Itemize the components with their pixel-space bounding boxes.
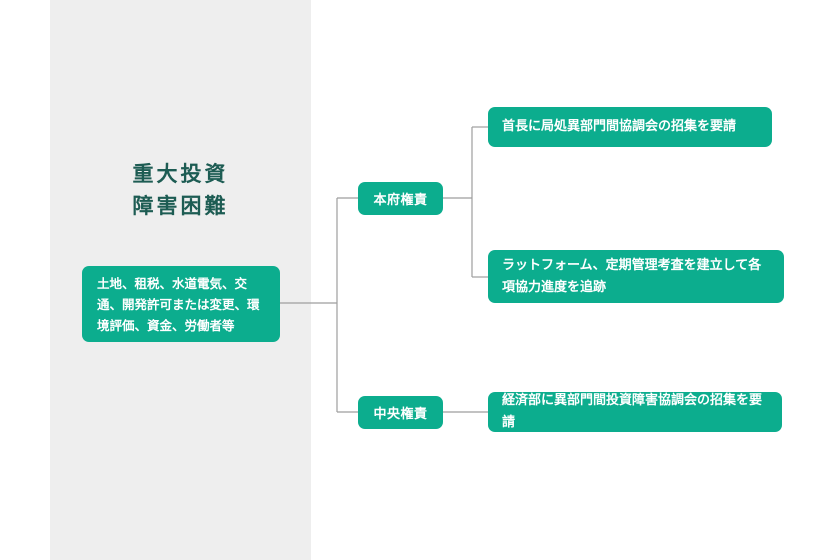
branch-node-local-authority-label: 本府権責 — [373, 193, 428, 208]
page-title-line-2: 障害困難 — [132, 194, 229, 218]
action-node-mayor-coordination-meeting[interactable]: 首長に局処異部門間協調会の招集を要請 — [488, 107, 772, 147]
page-title-line-1: 重大投資 — [132, 162, 229, 186]
action-node-2-label: ラットフォーム、定期管理考査を建立して各項協力進度を追跡 — [502, 257, 762, 295]
root-node-investment-obstacles[interactable]: 土地、租税、水道電気、交通、開発許可または変更、環境評価、資金、労働者等 — [82, 266, 280, 342]
action-node-3-label: 経済部に異部門間投資障害協調会の招集を要請 — [502, 393, 763, 430]
branch-node-central-authority-label: 中央権責 — [373, 407, 428, 422]
action-node-1-label: 首長に局処異部門間協調会の招集を要請 — [502, 119, 737, 134]
branch-node-local-authority[interactable]: 本府権責 — [358, 182, 443, 215]
branch-node-central-authority[interactable]: 中央権責 — [358, 396, 443, 429]
page-title: 重大投資 障害困難 — [50, 158, 311, 222]
root-node-label: 土地、租税、水道電気、交通、開発許可または変更、環境評価、資金、労働者等 — [97, 275, 260, 333]
action-node-platform-periodic-review[interactable]: ラットフォーム、定期管理考査を建立して各項協力進度を追跡 — [488, 250, 784, 303]
action-node-moea-coordination-meeting[interactable]: 経済部に異部門間投資障害協調会の招集を要請 — [488, 392, 782, 432]
